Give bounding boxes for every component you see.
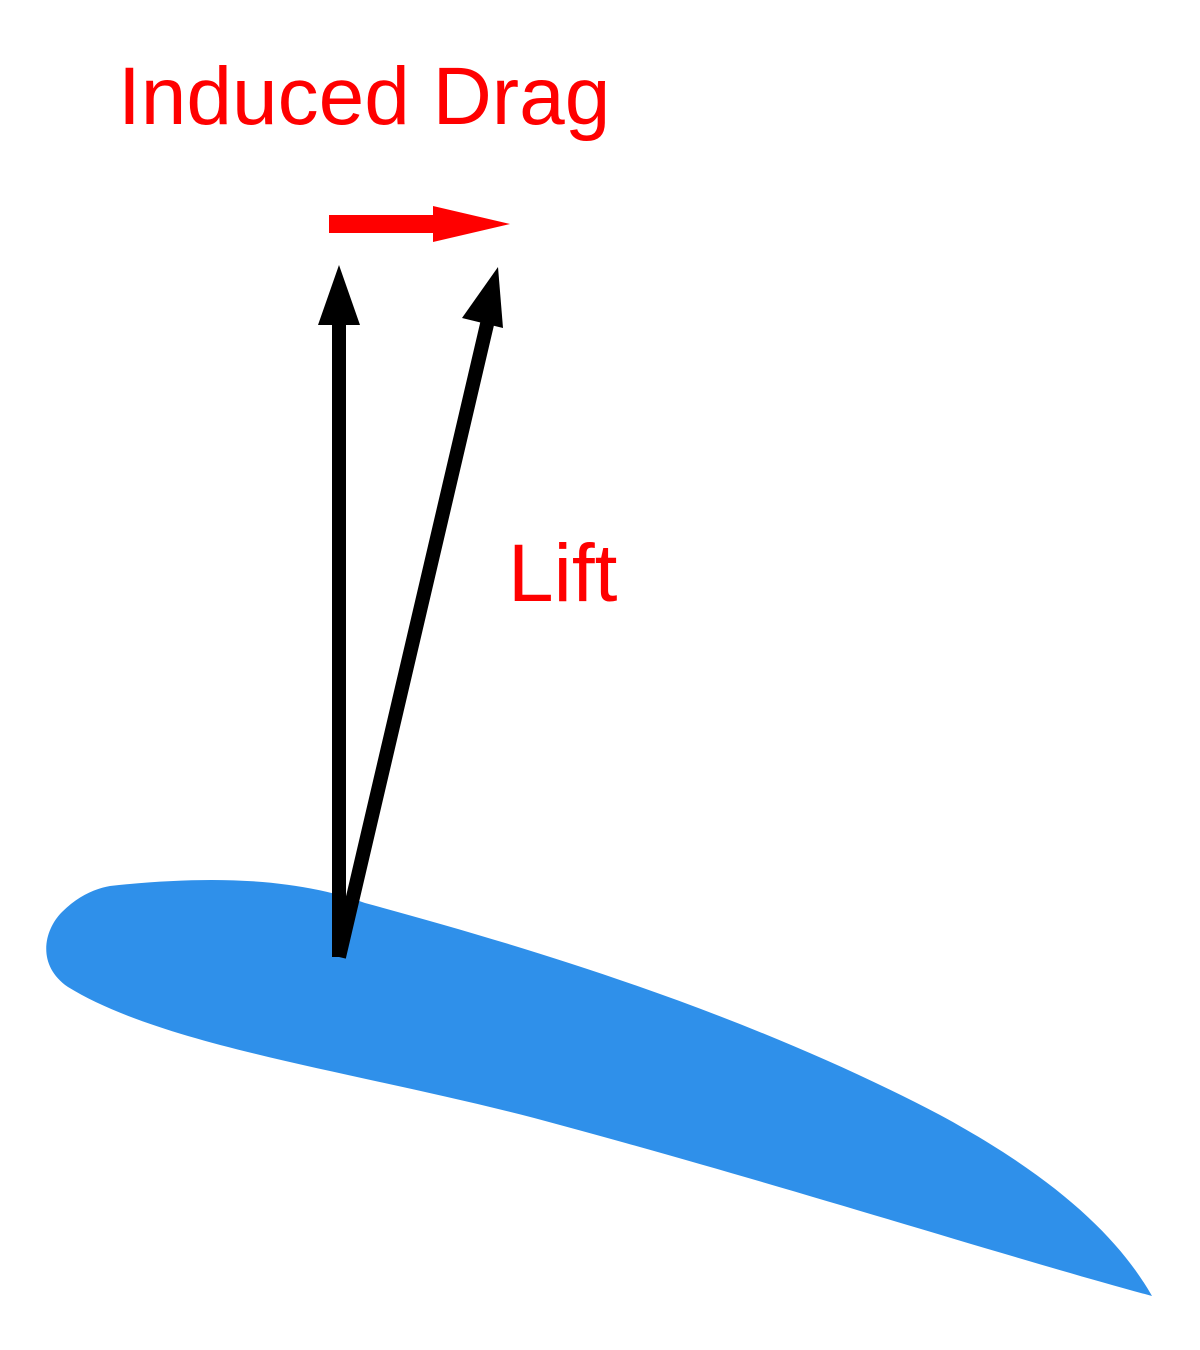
airfoil-shape: [46, 879, 1152, 1296]
induced-drag-arrow: [329, 206, 510, 242]
tilted-lift-arrow: [332, 267, 503, 959]
induced-drag-arrowhead: [433, 206, 510, 242]
induced-drag-label: Induced Drag: [118, 51, 610, 142]
induced-drag-arrow-shaft: [329, 215, 441, 233]
tilted-lift-arrow-shaft: [332, 318, 495, 959]
vertical-lift-arrowhead: [318, 265, 360, 325]
tilted-lift-arrowhead: [462, 267, 503, 328]
vertical-lift-arrow: [318, 265, 360, 957]
lift-label: Lift: [508, 528, 618, 619]
